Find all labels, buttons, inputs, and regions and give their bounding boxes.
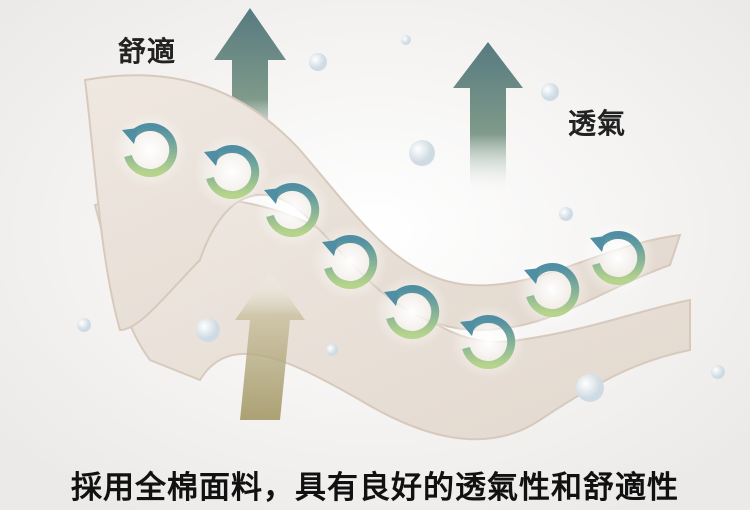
bubble-icon: [196, 318, 220, 342]
cycle-icon: [580, 220, 656, 296]
caption: 採用全棉面料，具有良好的透氣性和舒適性: [71, 470, 679, 506]
cycle-icon: [194, 134, 270, 210]
bubble-icon: [77, 318, 91, 332]
bubble-icon: [326, 344, 338, 356]
cycle-icon: [112, 112, 188, 188]
breathable-label: 透氣: [568, 107, 627, 140]
bubbles: [77, 35, 725, 402]
cycle-icon: [514, 252, 590, 328]
bubble-icon: [559, 207, 573, 221]
cycle-icon: [312, 224, 388, 300]
cycle-icon: [254, 172, 330, 248]
bubble-icon: [409, 140, 435, 166]
upflow-arrow-icon: [235, 270, 305, 420]
bubble-icon: [309, 53, 327, 71]
comfort-label: 舒適: [118, 35, 177, 68]
cycle-icon: [450, 304, 526, 380]
cycle-icon: [374, 274, 450, 350]
bubble-icon: [576, 374, 604, 402]
cycle-icons: [112, 112, 656, 380]
bubble-icon: [711, 365, 725, 379]
bubble-icon: [541, 83, 559, 101]
bubble-icon: [401, 35, 411, 45]
